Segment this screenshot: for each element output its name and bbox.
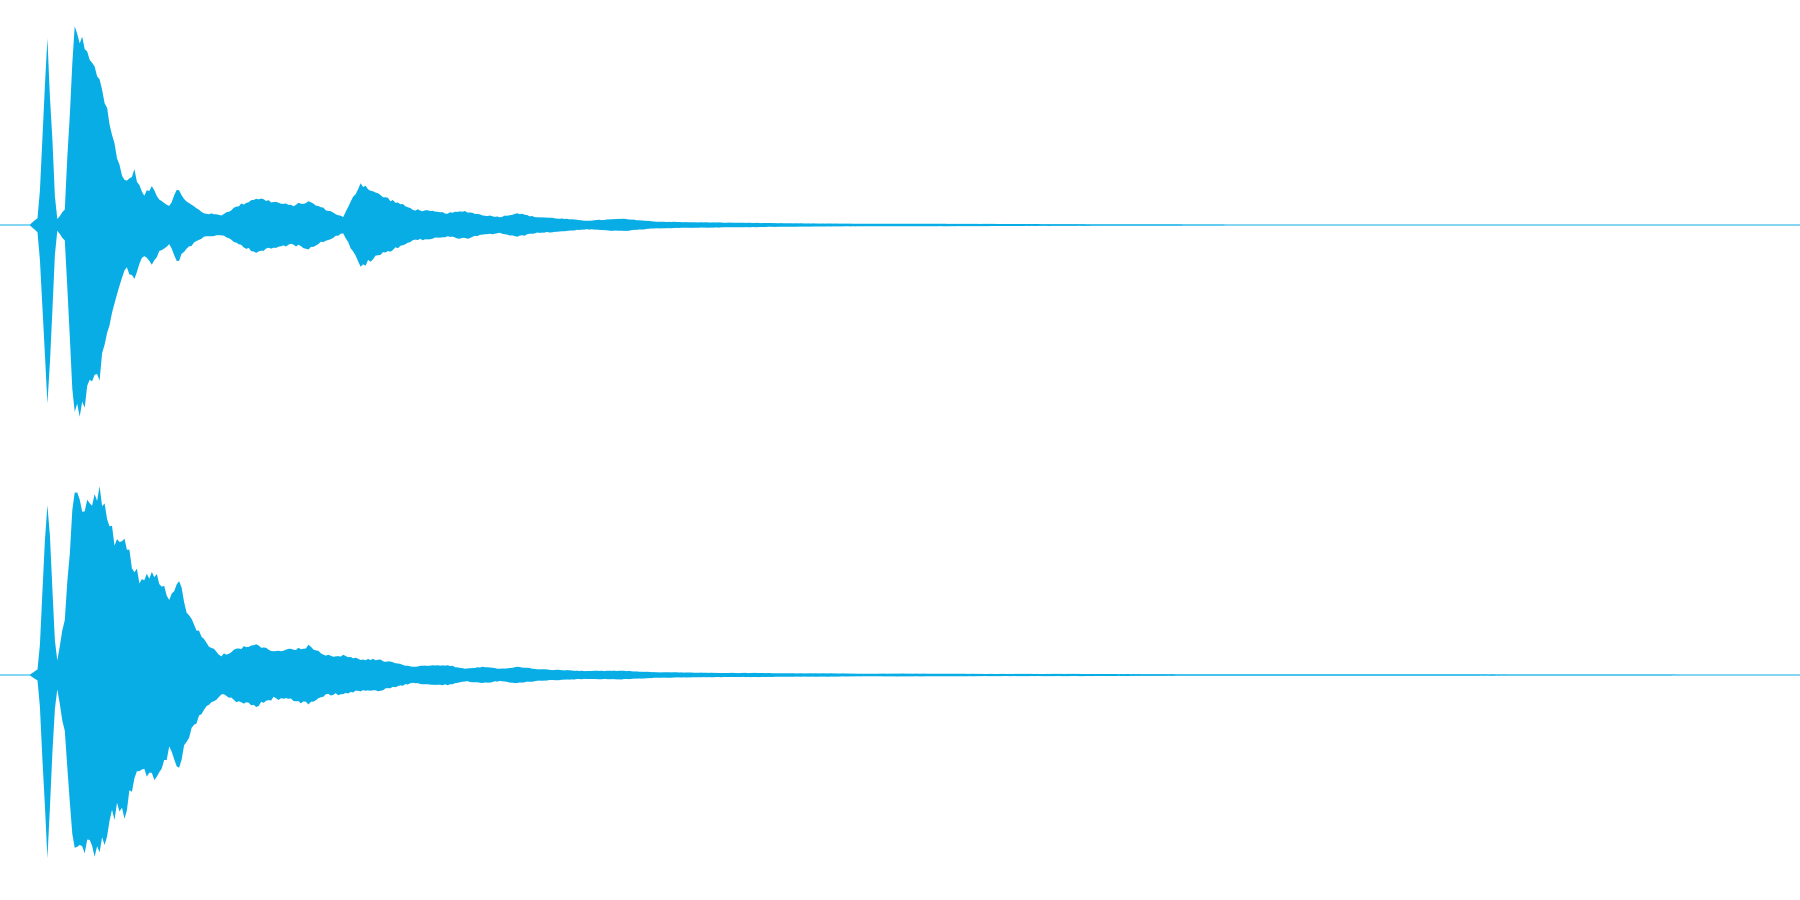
channel-2-envelope <box>30 486 1770 859</box>
channel-1-waveform <box>0 26 1800 417</box>
channel-2-waveform <box>0 486 1800 859</box>
channel-1-envelope <box>30 26 1770 417</box>
